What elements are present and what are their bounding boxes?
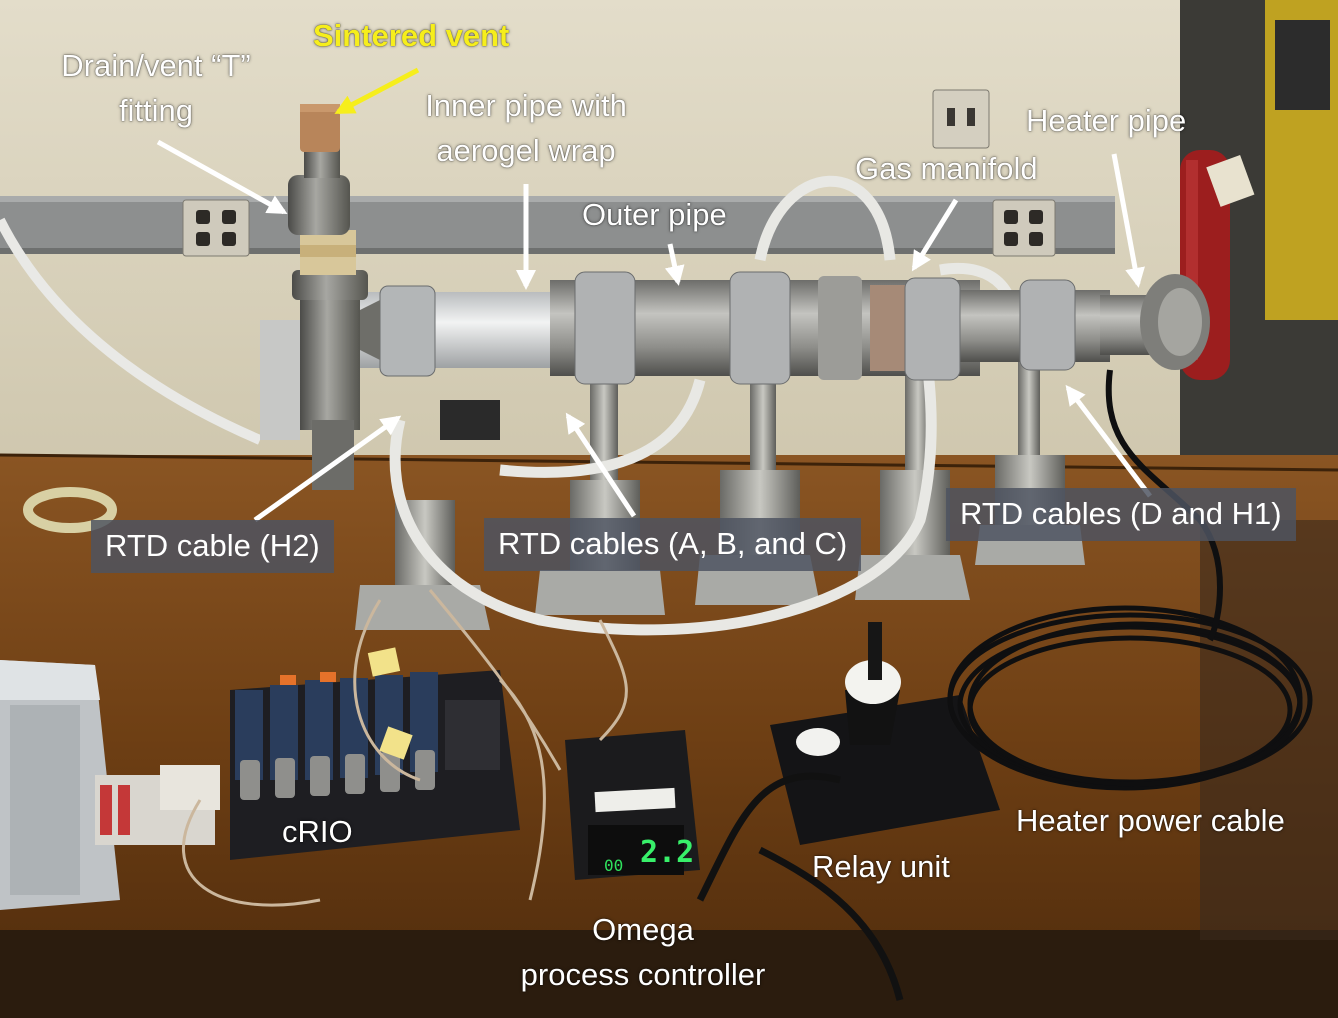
heater-power-cable-coil xyxy=(947,605,1313,791)
drain-vent-label: Drain/vent “T” fitting xyxy=(40,44,272,134)
wall-switch-plate xyxy=(932,89,990,149)
sintered-vent-arrow xyxy=(334,67,420,115)
rtd-d-h1-arrow xyxy=(1065,384,1152,498)
drain-vent-label-line2: fitting xyxy=(118,92,194,128)
omega-controller: 00 2.2 xyxy=(565,730,700,880)
rtd-d-h1-label: RTD cables (D and H1) xyxy=(946,488,1296,541)
inner-pipe-label-line2: aerogel wrap xyxy=(436,132,616,168)
crio-label: cRIO xyxy=(282,814,353,849)
wall-outlet-right xyxy=(992,199,1056,257)
controller-small-readout: 00 xyxy=(604,856,623,875)
power-supply xyxy=(0,660,120,910)
rtd-h2-arrow xyxy=(253,415,402,523)
rtd-abc-label: RTD cables (A, B, and C) xyxy=(484,518,862,571)
crio-chassis xyxy=(230,647,520,860)
gas-tubing xyxy=(389,175,1018,636)
annotation-arrows xyxy=(156,67,1152,523)
relay-unit xyxy=(770,622,1000,845)
outer-pipe-label: Outer pipe xyxy=(582,197,727,232)
gas-manifold-label: Gas manifold xyxy=(855,151,1038,186)
outer-pipe-arrow xyxy=(664,243,685,286)
heater-pipe-arrow xyxy=(1111,153,1145,288)
omega-label-line2: process controller xyxy=(520,956,766,992)
inner-pipe-label: Inner pipe with aerogel wrap xyxy=(404,84,648,174)
drain-vent-label-line1: Drain/vent “T” xyxy=(61,48,251,83)
rtd-abc-arrow xyxy=(565,412,637,518)
inner-pipe-label-line1: Inner pipe with xyxy=(425,88,627,123)
drain-vent-arrow xyxy=(156,139,288,215)
sintered-vent xyxy=(300,104,340,152)
wall-outlet-left xyxy=(182,199,250,257)
controller-main-readout: 2.2 xyxy=(640,835,694,870)
heater-power-cable-label: Heater power cable xyxy=(1016,803,1285,838)
omega-label: Omega process controller xyxy=(500,908,786,998)
relay-unit-label: Relay unit xyxy=(812,849,950,884)
heater-pipe-label: Heater pipe xyxy=(1026,103,1187,138)
omega-label-line1: Omega xyxy=(592,912,694,947)
rtd-h2-label: RTD cable (H2) xyxy=(91,520,334,573)
sintered-vent-label: Sintered vent xyxy=(313,18,510,53)
gas-manifold-arrow xyxy=(911,198,959,272)
pipe-assembly xyxy=(288,104,1210,490)
